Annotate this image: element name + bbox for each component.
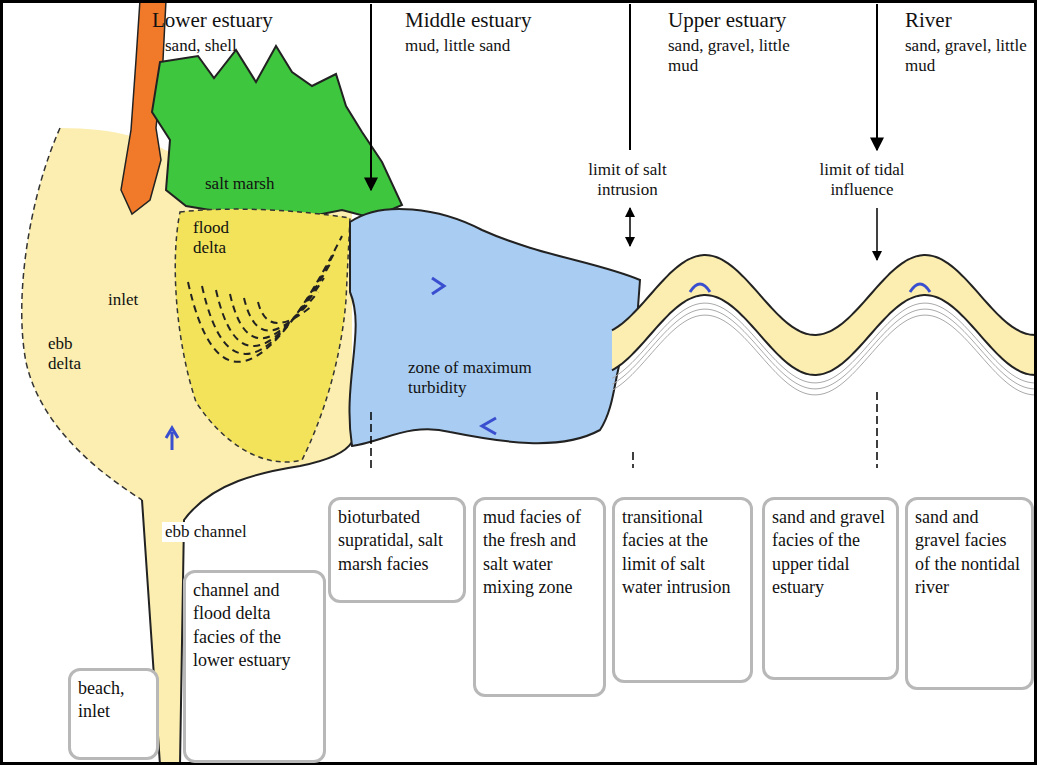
turbidity-zone: [349, 209, 640, 446]
zone-heading: River: [905, 8, 1030, 32]
facies-box: channel and flood delta facies of the lo…: [183, 570, 326, 763]
region-label: salt marsh: [205, 174, 325, 194]
flow-arrow: [910, 284, 930, 292]
region-label: ebb channel: [162, 522, 250, 542]
sediment-note: sand, gravel, little mud: [668, 36, 798, 75]
channel-bank: [142, 442, 352, 765]
ridge-line: [230, 278, 324, 338]
zone-divider: [876, 4, 878, 150]
limit-label: limit of salt intrusion: [560, 160, 695, 199]
sediment-note: mud, little sand: [405, 36, 605, 56]
ridge-line: [216, 264, 330, 346]
zone-heading: Middle estuary: [405, 8, 605, 32]
facies-divider: [370, 412, 372, 468]
facies-text: transitional facies at the limit of salt…: [622, 506, 743, 600]
limit-arrow: [876, 208, 878, 260]
facies-text: sand and gravel facies of the upper tida…: [772, 506, 889, 600]
sediment-note: sand, shell: [165, 36, 315, 56]
flow-arrow: [482, 418, 496, 434]
zone-divider: [629, 4, 631, 150]
river-bank: [612, 255, 1036, 335]
facies-box: beach, inlet: [68, 668, 159, 760]
region-label: flood delta: [193, 218, 265, 257]
facies-box: transitional facies at the limit of salt…: [612, 497, 753, 683]
facies-divider: [632, 452, 634, 468]
region-label: inlet: [108, 290, 168, 310]
river-fill: [612, 255, 1036, 375]
sediment-line: [612, 303, 1036, 383]
flow-arrow: [166, 428, 178, 450]
flood-delta: [175, 209, 350, 462]
facies-text: bioturbated supratidal, salt marsh facie…: [338, 506, 456, 576]
limit-label: limit of tidal influence: [792, 160, 932, 199]
facies-box: mud facies of the fresh and salt water m…: [473, 497, 606, 697]
ridge-line: [258, 302, 312, 323]
sediment-line: [612, 309, 1036, 389]
facies-text: beach, inlet: [78, 677, 149, 724]
flow-arrow: [432, 278, 444, 294]
facies-divider: [876, 392, 878, 468]
region-label: zone of maximum turbidity: [408, 358, 543, 397]
river-channel: [612, 255, 1036, 395]
zone-heading: Lower estuary: [152, 8, 352, 32]
flow-arrow: [690, 284, 710, 292]
ridge-line: [202, 250, 336, 354]
facies-box: sand and gravel facies of the upper tida…: [762, 497, 899, 680]
ebb-delta: [22, 128, 352, 765]
zone-divider: [370, 4, 372, 190]
facies-text: mud facies of the fresh and salt water m…: [483, 506, 596, 600]
sediment-note: sand, gravel, little mud: [905, 36, 1030, 75]
facies-box: bioturbated supratidal, salt marsh facie…: [328, 497, 466, 603]
salt-marsh: [152, 46, 402, 218]
limit-range: [629, 208, 631, 246]
region-label: ebb delta: [48, 334, 104, 373]
zone-heading: Upper estuary: [668, 8, 868, 32]
facies-box: sand and gravel facies of the nontidal r…: [905, 497, 1034, 690]
ridge-line: [244, 292, 318, 331]
facies-text: channel and flood delta facies of the lo…: [193, 579, 316, 673]
river-bank: [612, 295, 1036, 375]
facies-text: sand and gravel facies of the nontidal r…: [915, 506, 1024, 600]
